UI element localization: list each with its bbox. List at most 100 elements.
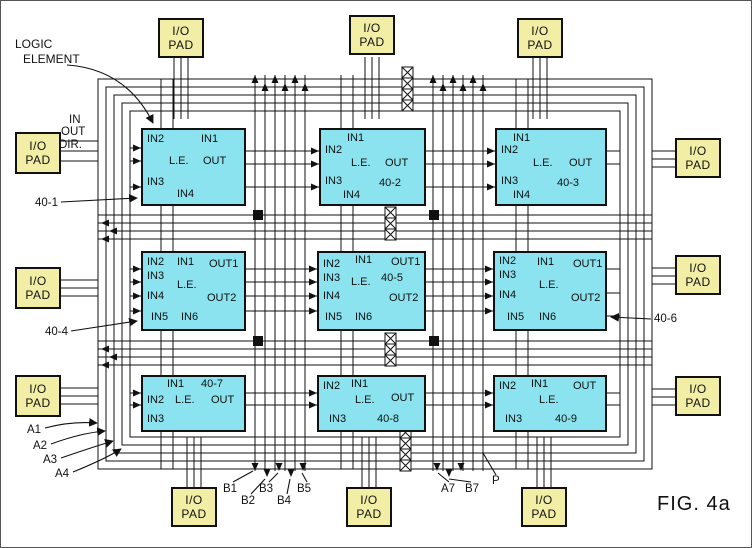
logic-element-40-9: IN2 IN1 OUT L.E. IN3 40-9 (493, 375, 607, 432)
port-in1: IN1 (355, 254, 373, 266)
io-pad-bottom-1: I/O PAD (171, 487, 217, 527)
port-out: OUT (569, 157, 593, 169)
net-label-a3: A3 (43, 454, 58, 466)
io-pad-label: I/O (689, 381, 707, 396)
port-in2: IN2 (323, 380, 341, 392)
bus-lines (61, 57, 675, 487)
io-pad-label: PAD (685, 396, 711, 410)
port-in3: IN3 (323, 272, 341, 284)
out-label: OUT (61, 126, 86, 138)
le-label: L.E. (169, 155, 189, 167)
io-pad-label: PAD (25, 153, 51, 167)
port-in4: IN4 (323, 290, 341, 302)
port-in2: IN2 (325, 144, 343, 156)
port-in1: IN1 (537, 256, 555, 268)
port-in4: IN4 (177, 188, 195, 200)
port-out1: OUT1 (209, 258, 239, 270)
io-pad-bottom-2: I/O PAD (346, 487, 392, 527)
port-in2: IN2 (501, 144, 519, 156)
io-pad-label: PAD (359, 35, 385, 49)
io-pad-right-1: I/O PAD (675, 138, 721, 178)
io-pad-label: I/O (29, 381, 47, 396)
net-label-b4: B4 (277, 495, 292, 507)
io-pad-label: I/O (29, 138, 47, 153)
le-label: L.E. (175, 394, 195, 406)
port-in3: IN3 (147, 413, 165, 425)
net-label-b2: B2 (241, 495, 256, 507)
le-label: L.E. (539, 279, 559, 291)
junction-squares (253, 210, 439, 346)
logic-element-40-2: IN1 IN2 L.E. OUT IN3 40-2 IN4 (319, 128, 426, 206)
logic-element-40-5: IN2 IN1 OUT1 IN3 L.E. 40-5 IN4 OUT2 IN5 … (317, 251, 426, 331)
port-in5: IN5 (507, 311, 525, 323)
le-label: L.E. (533, 157, 553, 169)
le-label: L.E. (351, 276, 371, 288)
port-in4: IN4 (343, 189, 361, 201)
callout-leaders (44, 64, 652, 495)
port-in2: IN2 (323, 258, 341, 270)
port-in6: IN6 (181, 311, 199, 323)
io-pad-label: I/O (360, 492, 378, 507)
port-in2: IN2 (147, 256, 165, 268)
le-id: 40-3 (557, 177, 580, 189)
io-pad-label: PAD (685, 158, 711, 172)
logic-element-40-3: IN1 IN2 L.E. OUT IN3 40-3 IN4 (495, 128, 607, 206)
net-label-b5: B5 (297, 483, 312, 495)
net-label-a2: A2 (33, 440, 48, 452)
le-id: 40-5 (381, 272, 404, 284)
port-out2: OUT2 (571, 292, 601, 304)
port-in1: IN1 (347, 132, 365, 144)
io-pad-left-1: I/O PAD (15, 132, 61, 174)
port-out: OUT (573, 380, 597, 392)
io-pad-label: PAD (25, 288, 51, 302)
net-label-p: P (492, 475, 500, 487)
logic-element-40-8: IN2 IN1 L.E. OUT IN3 40-8 (317, 375, 426, 432)
port-in3: IN3 (505, 413, 523, 425)
port-in6: IN6 (539, 311, 557, 323)
logic-element-40-6: IN2 IN1 OUT1 IN3 L.E. IN4 OUT2 IN5 IN6 (493, 251, 607, 331)
port-in4: IN4 (499, 289, 517, 301)
port-in4: IN4 (147, 290, 165, 302)
le-id: 40-7 (201, 378, 224, 390)
port-in1: IN1 (177, 256, 195, 268)
io-pad-left-2: I/O PAD (15, 267, 61, 309)
io-pad-right-3: I/O PAD (675, 376, 721, 416)
io-pad-label: PAD (181, 507, 207, 521)
le-label: L.E. (177, 279, 197, 291)
logic-element-40-7: IN1 40-7 IN2 L.E. OUT IN3 (141, 375, 246, 432)
port-in1: IN1 (167, 378, 185, 390)
io-pad-label: I/O (689, 260, 707, 275)
le-id: 40-9 (555, 413, 578, 425)
io-pad-label: PAD (527, 38, 553, 52)
port-in2: IN2 (147, 394, 165, 406)
port-in2: IN2 (147, 133, 165, 145)
io-pad-top-3: I/O PAD (517, 18, 563, 58)
port-in1: IN1 (531, 378, 549, 390)
port-in3: IN3 (325, 175, 343, 187)
logic-element-40-1: IN2 IN1 L.E. OUT IN3 IN4 (141, 128, 246, 206)
port-in4: IN4 (513, 189, 531, 201)
io-pad-bottom-3: I/O PAD (521, 487, 567, 527)
io-pad-label: I/O (172, 23, 190, 38)
port-out2: OUT2 (389, 292, 419, 304)
port-in1: IN1 (201, 133, 219, 145)
port-in5: IN5 (151, 311, 169, 323)
port-out: OUT (391, 392, 415, 404)
io-pad-top-1: I/O PAD (158, 18, 204, 58)
port-in1: IN1 (513, 132, 531, 144)
net-label-b3: B3 (259, 483, 274, 495)
io-pad-top-2: I/O PAD (349, 15, 395, 55)
port-in6: IN6 (355, 311, 373, 323)
port-in3: IN3 (329, 413, 347, 425)
io-pad-label: PAD (531, 507, 557, 521)
port-out: OUT (203, 155, 227, 167)
logic-element-40-4: IN2 IN1 OUT1 IN3 L.E. IN4 OUT2 IN5 IN6 (141, 251, 246, 331)
io-pad-label: I/O (363, 20, 381, 35)
io-pad-right-2: I/O PAD (675, 255, 721, 295)
net-label-a1: A1 (27, 424, 42, 436)
io-pad-label: PAD (356, 507, 382, 521)
figure-label: FIG. 4a (657, 493, 731, 515)
net-label-b7: B7 (465, 483, 480, 495)
port-in3: IN3 (501, 175, 519, 187)
